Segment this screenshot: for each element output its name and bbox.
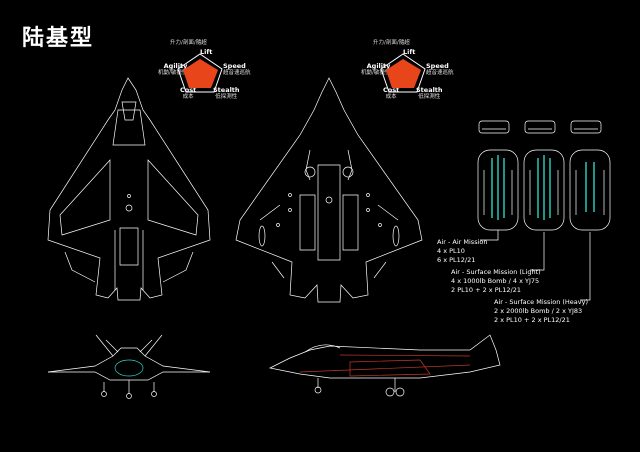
front-view-aircraft [47, 334, 211, 399]
mission-title: Air - Surface Mission (Heavy) [494, 298, 589, 306]
mission-title: Air - Surface Mission (Light) [451, 268, 541, 276]
mission-air-surface-light: Air - Surface Mission (Light) 4 x 1000lb… [451, 268, 541, 294]
radar-lift-label: Lift [403, 48, 416, 56]
mission-line: 4 x PL10 [437, 246, 465, 255]
side-view-aircraft [268, 334, 501, 397]
mission-leader-lines [480, 230, 591, 301]
mission-air-air: Air - Air Mission 4 x PL10 6 x PL12/21 [437, 238, 487, 264]
radar-top-label: 升力/剖面/隨超 [373, 40, 410, 46]
top-view-aircraft [47, 77, 211, 301]
mission-line: 2 x 2000lb Bomb / 2 x YJ83 [494, 306, 583, 315]
radar-pentagon-icon [380, 53, 426, 93]
mission-title: Air - Air Mission [437, 238, 488, 246]
mission-line: 6 x PL12/21 [437, 255, 476, 264]
radar-top-label: 升力/剖面/隨超 [170, 40, 207, 46]
radar-lift-label: Lift [200, 48, 213, 56]
mission-line: 4 x 1000lb Bomb / 4 x YJ75 [451, 276, 540, 285]
mission-line: 2 PL10 + 2 x PL12/21 [451, 285, 521, 294]
weapon-bay-sections [477, 120, 611, 231]
missile-loadouts [491, 155, 595, 220]
radar-pentagon-icon [177, 53, 223, 93]
mission-air-surface-heavy: Air - Surface Mission (Heavy) 2 x 2000lb… [494, 298, 588, 324]
page-title: 陆基型 [22, 26, 95, 51]
bottom-view-aircraft [235, 77, 423, 303]
mission-line: 2 x PL10 + 2 x PL12/21 [494, 315, 570, 324]
